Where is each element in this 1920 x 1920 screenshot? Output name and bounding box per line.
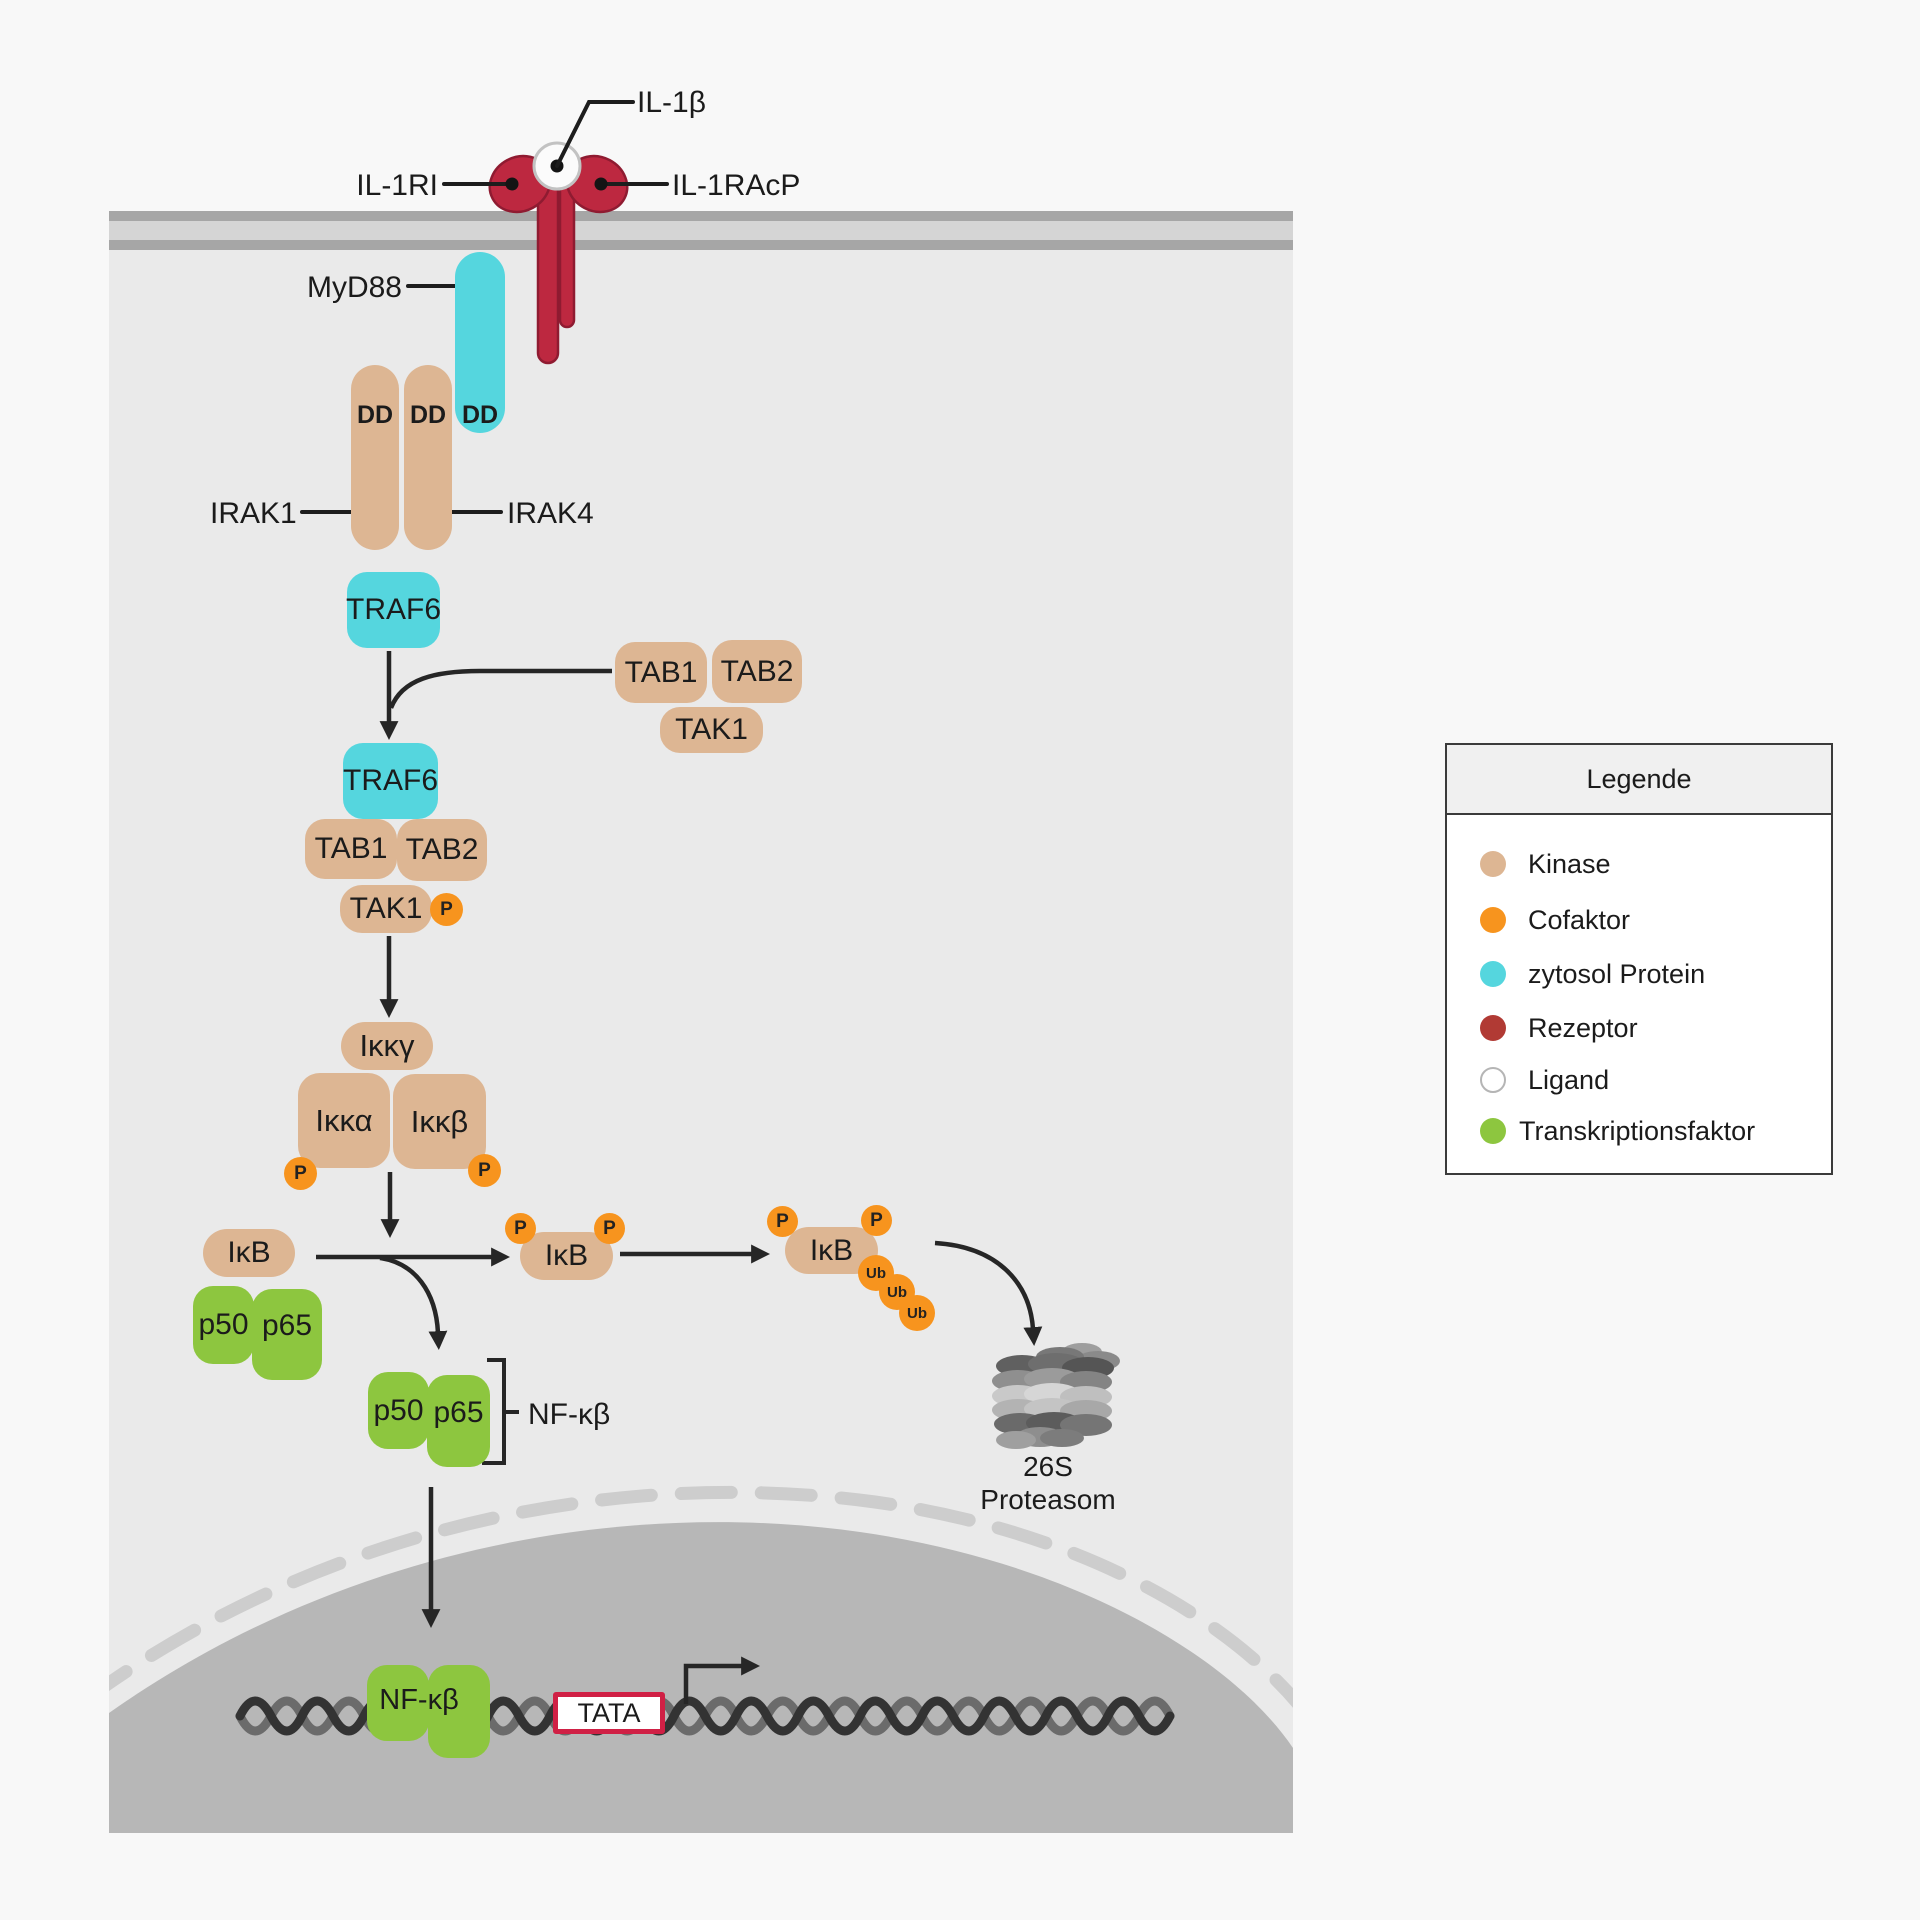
nfkb-bracket	[482, 1358, 519, 1465]
ikb-phospho-p-left: P	[505, 1213, 536, 1244]
line-tab-complex-join	[388, 668, 612, 709]
nfkb-bracket-label: NF-κβ	[528, 1398, 611, 1431]
ikk-beta-phosphate: P	[468, 1154, 501, 1187]
irak4-protein	[404, 365, 452, 550]
transkriptionsfaktor-color-dot	[1480, 1118, 1506, 1144]
ubiquitin-3: Ub	[899, 1295, 935, 1331]
receptor-stem-right	[558, 176, 576, 329]
tab2-protein: TAB2	[712, 640, 802, 703]
ikb-ubiquitinated-protein: IκB	[785, 1227, 878, 1274]
legend-item-label: Kinase	[1528, 849, 1611, 879]
receptor-stem-left	[536, 176, 560, 365]
legend-item-label: zytosol Protein	[1528, 959, 1706, 989]
nfkb-nuclear-right-subunit	[428, 1665, 490, 1758]
tata-box: TATA	[553, 1692, 665, 1734]
il1b-connector	[555, 100, 635, 168]
nfkb-nuclear-left-subunit	[367, 1665, 429, 1741]
ligand-color-dot	[1480, 1067, 1506, 1093]
proteasome-graphic	[992, 1343, 1120, 1449]
irak1-dd-domain: DD	[356, 401, 394, 429]
myd88-dd-domain: DD	[461, 401, 499, 429]
traf6-complex-protein: TRAF6	[343, 743, 438, 819]
membrane-outer-layer	[109, 211, 1293, 221]
legend-header: Legende	[1447, 745, 1831, 815]
p50-protein: p50	[193, 1286, 254, 1364]
ikb-ub-p-right: P	[861, 1205, 892, 1236]
il1racp-label: IL-1RAcP	[672, 169, 801, 202]
ikk-gamma-protein: Iκκγ	[341, 1022, 433, 1070]
legend-item-label: Transkriptionsfaktor	[1519, 1116, 1756, 1146]
irak4-label: IRAK4	[507, 497, 594, 530]
tak1-complex-protein: TAK1	[340, 885, 432, 933]
membrane-gap	[109, 221, 1293, 240]
irak1-protein	[351, 365, 399, 550]
ikb-ub-p-left: P	[767, 1206, 798, 1237]
rezeptor-color-dot	[1480, 1015, 1506, 1041]
legend-title: Legende	[1586, 763, 1692, 794]
ikb-phospho-p-right: P	[594, 1213, 625, 1244]
irak4-dd-domain: DD	[409, 401, 447, 429]
myd88-label: MyD88	[306, 271, 402, 304]
irak1-label: IRAK1	[210, 497, 297, 530]
nfkb-nuclear-label: NF-κβ	[379, 1684, 459, 1716]
traf6-protein: TRAF6	[346, 572, 441, 648]
nuclear-envelope-dashes	[109, 1485, 1293, 1708]
tak1-protein: TAK1	[660, 707, 763, 753]
p50-free-protein: p50	[368, 1372, 429, 1449]
proteasome-label-line2: Proteasom	[980, 1484, 1116, 1515]
arrow-to-proteasome	[934, 1240, 1043, 1346]
pathway-arrows	[316, 651, 1043, 1704]
nucleus	[109, 1485, 1293, 1833]
ikb-phosphorylated-protein: IκB	[520, 1232, 613, 1280]
p65-free-protein: p65	[427, 1375, 490, 1467]
kinase-color-dot	[1480, 851, 1506, 877]
legend-box: Legende Kinase Cofaktor zytosol Protein …	[1445, 743, 1833, 1175]
proteasome-label-line1: 26S	[1023, 1451, 1073, 1482]
ikk-beta-protein: Iκκβ	[393, 1074, 486, 1169]
ikk-alpha-phosphate: P	[284, 1157, 317, 1190]
ikb-protein: IκB	[203, 1229, 295, 1277]
cofaktor-color-dot	[1480, 907, 1506, 933]
membrane-inner-layer	[109, 240, 1293, 250]
tab1-protein: TAB1	[615, 642, 707, 703]
arrow-release-p50p65	[379, 1255, 448, 1350]
ubiquitin-1: Ub	[858, 1255, 894, 1291]
legend-item-label: Cofaktor	[1528, 905, 1631, 935]
tab2-complex-protein: TAB2	[397, 819, 487, 881]
tak1-phosphate: P	[430, 893, 463, 926]
tab1-complex-protein: TAB1	[305, 819, 397, 879]
proteasome-label: 26S Proteasom	[957, 1450, 1139, 1516]
il1ri-label: IL-1RI	[356, 169, 438, 202]
arrow-transcription-start	[683, 1656, 761, 1704]
il1b-label: IL-1β	[637, 86, 706, 119]
myd88-protein	[455, 252, 505, 433]
nucleus-body	[109, 1522, 1293, 1833]
p65-protein: p65	[252, 1289, 322, 1380]
zytosol-protein-color-dot	[1480, 961, 1506, 987]
legend-item-label: Ligand	[1528, 1065, 1610, 1095]
ikk-alpha-protein: Iκκα	[298, 1073, 390, 1168]
legend-item-label: Rezeptor	[1528, 1013, 1638, 1043]
